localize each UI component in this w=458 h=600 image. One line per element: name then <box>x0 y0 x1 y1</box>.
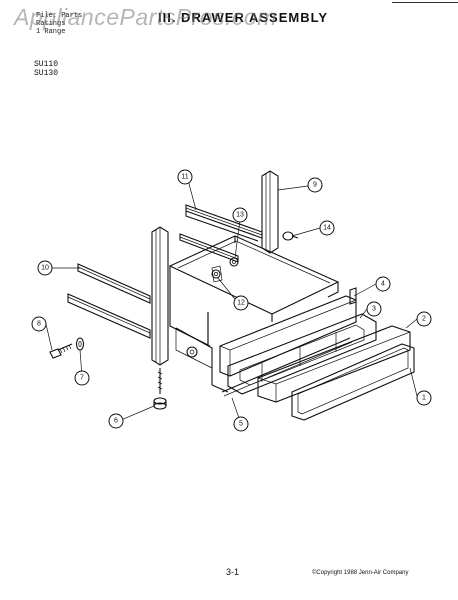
svg-text:6: 6 <box>114 418 118 425</box>
svg-text:4: 4 <box>381 281 385 288</box>
gasket-5 <box>221 337 353 397</box>
leader-lines <box>45 179 418 422</box>
left-vertical-rail <box>151 226 169 366</box>
front-panel-1 <box>291 343 415 421</box>
svg-text:10: 10 <box>41 265 49 272</box>
svg-text:12: 12 <box>237 300 245 307</box>
washer-7 <box>75 337 85 351</box>
callout-7: 7 <box>74 370 90 386</box>
callout-3: 3 <box>366 301 382 317</box>
callout-13: 13 <box>232 207 248 223</box>
callout-10: 10 <box>37 260 53 276</box>
callout-2: 2 <box>416 311 432 327</box>
svg-text:13: 13 <box>236 212 244 219</box>
svg-text:9: 9 <box>313 182 317 189</box>
roller-12 <box>211 265 223 283</box>
callout-8: 8 <box>31 316 47 332</box>
watermark: AppliancePartsPros.com <box>14 4 277 30</box>
leveler-6 <box>153 368 167 410</box>
model-number-1: SU110 <box>34 60 59 69</box>
top-side-rail <box>185 204 263 242</box>
side-roller <box>186 346 198 358</box>
right-vertical-rail <box>261 170 279 254</box>
svg-text:8: 8 <box>37 321 41 328</box>
page-number: 3-1 <box>226 567 240 577</box>
svg-text:5: 5 <box>239 421 243 428</box>
bolt-14 <box>282 231 299 241</box>
inner-frame-3 <box>227 313 377 395</box>
callout-12: 12 <box>233 295 249 311</box>
svg-text:14: 14 <box>323 225 331 232</box>
screw-8 <box>49 343 73 359</box>
callout-14: 14 <box>319 220 335 236</box>
svg-text:3: 3 <box>372 306 376 313</box>
roller-13 <box>229 257 239 267</box>
callout-4: 4 <box>375 276 391 292</box>
svg-text:1: 1 <box>422 395 426 402</box>
callout-11: 11 <box>177 169 193 185</box>
callout-1: 1 <box>416 390 432 406</box>
svg-text:7: 7 <box>80 375 84 382</box>
bracket-4 <box>349 287 357 305</box>
callout-9: 9 <box>307 177 323 193</box>
callout-5: 5 <box>233 416 249 432</box>
file-label: File: Parts <box>36 12 83 20</box>
drawer-body <box>168 235 340 393</box>
svg-text:2: 2 <box>422 316 426 323</box>
top-rule <box>392 2 458 3</box>
header-line-3: 1 Range <box>36 28 66 36</box>
svg-text:11: 11 <box>181 174 188 181</box>
header-line-2: Ratings <box>36 20 66 28</box>
glass-panel-2 <box>257 325 411 403</box>
drawer-front-plate <box>219 295 357 377</box>
callout-6: 6 <box>108 413 124 429</box>
left-side-rail <box>67 263 151 339</box>
model-number-2: SU130 <box>34 69 59 78</box>
copyright-notice: ©Copyright 1988 Jenn-Air Company <box>312 570 409 576</box>
page-title: III. DRAWER ASSEMBLY <box>158 10 329 25</box>
